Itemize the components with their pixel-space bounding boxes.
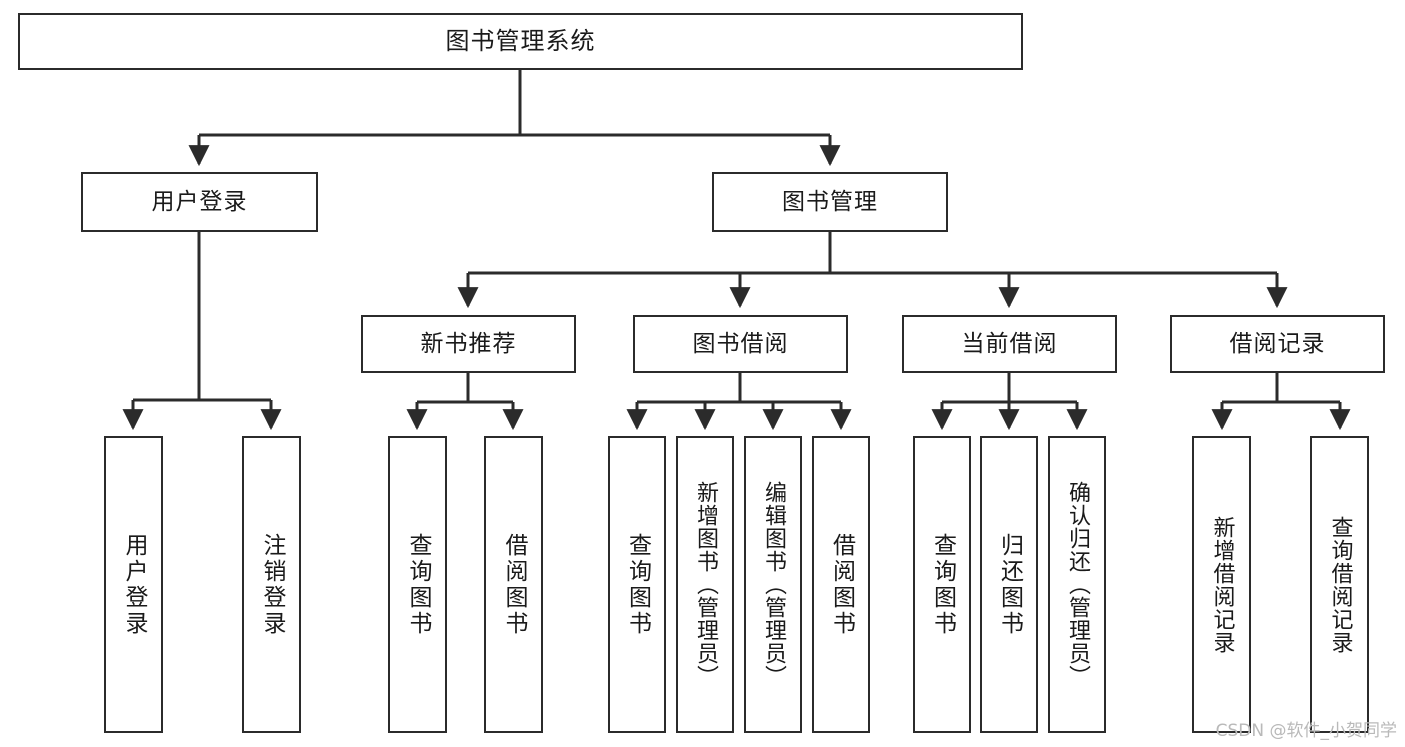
watermark: CSDN @软件_小贺同学 — [1215, 721, 1397, 741]
node-label: 用户登录 — [121, 532, 147, 637]
node-label: 图书管理系统 — [445, 26, 596, 55]
leaf-add-borrow-record[interactable]: 新增借阅记录 — [1192, 436, 1251, 733]
leaf-user-login[interactable]: 用户登录 — [104, 436, 163, 733]
node-user-login[interactable]: 用户登录 — [81, 172, 318, 232]
node-label: 查询图书 — [929, 532, 956, 637]
node-label: 查询图书 — [624, 532, 651, 637]
node-label: 编辑图书（管理员） — [761, 481, 786, 688]
node-label: 借阅图书 — [501, 532, 527, 637]
leaf-add-book-admin[interactable]: 新增图书（管理员） — [676, 436, 734, 733]
node-label: 当前借阅 — [961, 330, 1058, 357]
node-label: 注销登录 — [259, 532, 285, 637]
node-label: 确认归还（管理员） — [1065, 481, 1090, 688]
node-book-management[interactable]: 图书管理 — [712, 172, 948, 232]
node-label: 新书推荐 — [420, 330, 517, 357]
leaf-query-book-current[interactable]: 查询图书 — [913, 436, 971, 733]
leaf-logout[interactable]: 注销登录 — [242, 436, 301, 733]
node-label: 新增借阅记录 — [1209, 515, 1235, 654]
node-label: 归还图书 — [996, 532, 1023, 637]
leaf-return-book[interactable]: 归还图书 — [980, 436, 1038, 733]
node-borrow-record[interactable]: 借阅记录 — [1170, 315, 1385, 373]
node-label: 图书借阅 — [692, 330, 789, 357]
node-label: 新增图书（管理员） — [693, 481, 718, 688]
leaf-query-book-recommend[interactable]: 查询图书 — [388, 436, 447, 733]
leaf-edit-book-admin[interactable]: 编辑图书（管理员） — [744, 436, 802, 733]
leaf-borrow-book-recommend[interactable]: 借阅图书 — [484, 436, 543, 733]
leaf-confirm-return-admin[interactable]: 确认归还（管理员） — [1048, 436, 1106, 733]
node-current-borrow[interactable]: 当前借阅 — [902, 315, 1117, 373]
leaf-query-borrow-record[interactable]: 查询借阅记录 — [1310, 436, 1369, 733]
node-new-book-recommend[interactable]: 新书推荐 — [361, 315, 576, 373]
node-label: 查询借阅记录 — [1327, 515, 1353, 654]
node-root-system[interactable]: 图书管理系统 — [18, 13, 1023, 70]
leaf-query-book-borrow[interactable]: 查询图书 — [608, 436, 666, 733]
node-label: 图书管理 — [782, 188, 878, 215]
node-label: 借阅记录 — [1229, 330, 1326, 357]
leaf-borrow-book[interactable]: 借阅图书 — [812, 436, 870, 733]
node-label: 借阅图书 — [828, 532, 855, 637]
node-label: 用户登录 — [151, 188, 248, 215]
node-book-borrow[interactable]: 图书借阅 — [633, 315, 848, 373]
node-label: 查询图书 — [405, 532, 431, 637]
